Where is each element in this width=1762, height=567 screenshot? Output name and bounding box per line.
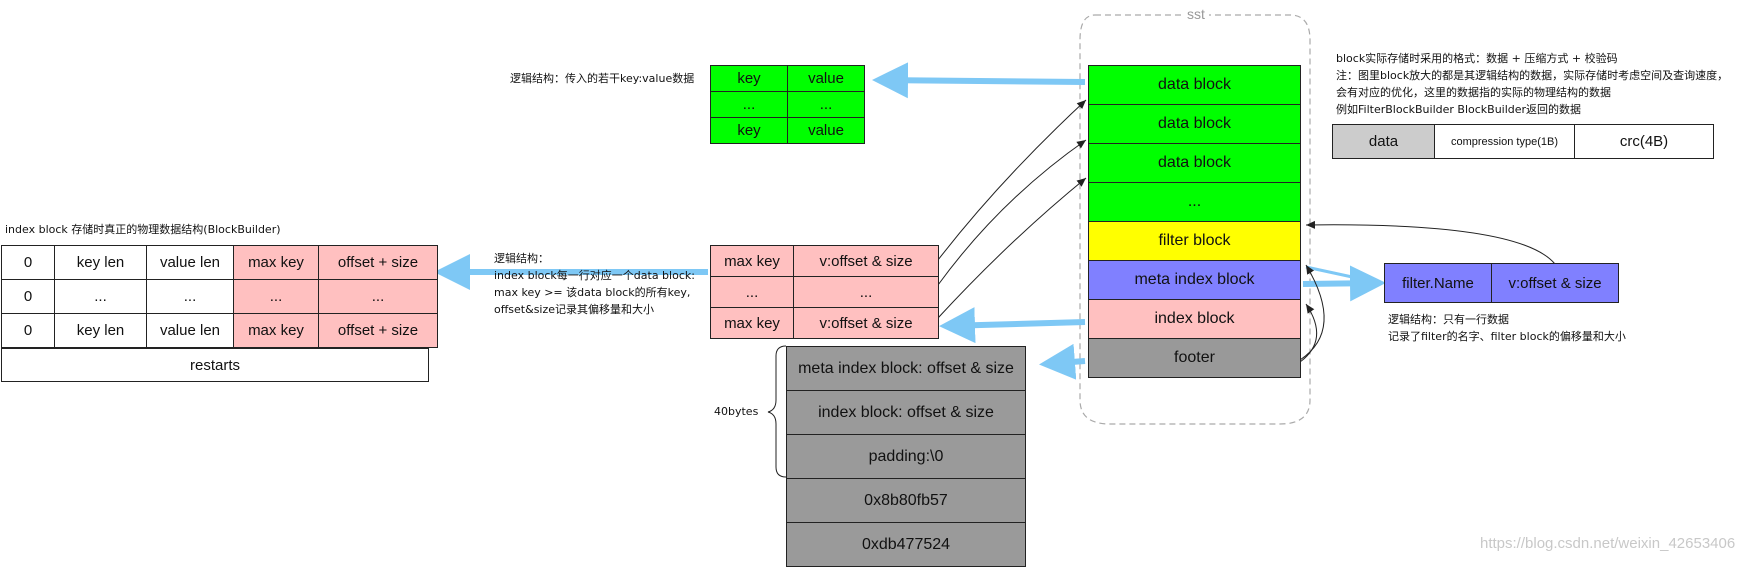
watermark: https://blog.csdn.net/weixin_42653406 bbox=[1480, 535, 1736, 552]
format-note: block实际存储时采用的格式：数据 + 压缩方式 + 校验码 注：图里bloc… bbox=[1336, 50, 1728, 118]
pointer-meta-to-filter bbox=[1305, 220, 1556, 265]
pointer-footer-to-meta bbox=[1299, 264, 1325, 361]
meta-index-caption-line: 逻辑结构：只有一行数据 bbox=[1388, 313, 1509, 326]
index-physical-cell: value len bbox=[146, 245, 234, 280]
footer-detail-row: 0x8b80fb57 bbox=[786, 478, 1026, 523]
pointer-index-row3 bbox=[937, 177, 1087, 319]
format-note-line: 注：图里block放大的都是其逻辑结构的数据，实际存储时考虑空间及查询速度， bbox=[1336, 69, 1729, 82]
index-physical-cell: ... bbox=[318, 279, 438, 314]
meta-index-caption: 逻辑结构：只有一行数据 记录了filter的名字、filter block的偏移… bbox=[1388, 311, 1626, 345]
footer-brace bbox=[767, 345, 787, 478]
data-logic-caption: 逻辑结构：传入的若干key:value数据 bbox=[510, 72, 695, 85]
index-physical-caption: index block 存储时真正的物理数据结构(BlockBuilder) bbox=[5, 223, 281, 236]
index-logic-caption-line: offset&size记录其偏移量和大小 bbox=[494, 303, 655, 316]
arrow-to-meta-index bbox=[1302, 265, 1386, 302]
pointer-footer-to-index bbox=[1299, 303, 1318, 363]
data-logic-cell: value bbox=[787, 117, 865, 144]
format-compression-cell: compression type(1B) bbox=[1434, 124, 1575, 159]
arrow-from-meta-index bbox=[1305, 265, 1381, 285]
footer-detail-row: 0xdb477524 bbox=[786, 522, 1026, 567]
index-physical-cell: 0 bbox=[1, 245, 55, 280]
index-physical-cell: ... bbox=[233, 279, 319, 314]
index-logic-caption-line: index block每一行对应一个data block: bbox=[494, 269, 695, 282]
sst-outline bbox=[1079, 14, 1311, 425]
arrow-to-index-logic bbox=[939, 307, 1086, 344]
footer-detail-row: padding:\0 bbox=[786, 434, 1026, 479]
index-logic-cell: max key bbox=[710, 245, 794, 277]
index-logic-cell: v:offset & size bbox=[793, 307, 939, 339]
footer-size-label: 40bytes bbox=[714, 405, 759, 418]
index-logic-caption-line: max key >= 该data block的所有key, bbox=[494, 286, 691, 299]
format-note-line: 会有对应的优化，这里的数据指的实际的物理结构的数据 bbox=[1336, 86, 1611, 99]
meta-index-name-cell: filter.Name bbox=[1384, 263, 1492, 303]
meta-index-value-cell: v:offset & size bbox=[1491, 263, 1619, 303]
index-logic-cell: ... bbox=[793, 276, 939, 308]
index-physical-cell: key len bbox=[54, 245, 147, 280]
sst-block-ellipsis: ... bbox=[1088, 182, 1301, 222]
index-physical-cell: offset + size bbox=[318, 245, 438, 280]
sst-block-footer: footer bbox=[1088, 338, 1301, 378]
index-logic-cell: v:offset & size bbox=[793, 245, 939, 277]
data-logic-cell: key bbox=[710, 65, 788, 92]
sst-title: sst bbox=[1183, 6, 1209, 22]
sst-block-data-block: data block bbox=[1088, 65, 1301, 105]
restarts-cell: restarts bbox=[1, 348, 429, 382]
data-logic-cell: value bbox=[787, 65, 865, 92]
format-note-line: block实际存储时采用的格式：数据 + 压缩方式 + 校验码 bbox=[1336, 52, 1618, 65]
index-physical-cell: ... bbox=[146, 279, 234, 314]
index-physical-cell: offset + size bbox=[318, 313, 438, 348]
sst-block-data-block: data block bbox=[1088, 143, 1301, 183]
pointer-index-row1 bbox=[937, 99, 1087, 261]
pointer-index-row2 bbox=[937, 139, 1087, 286]
index-physical-cell: max key bbox=[233, 313, 319, 348]
sst-block-filter-block: filter block bbox=[1088, 221, 1301, 261]
index-logic-cell: ... bbox=[710, 276, 794, 308]
meta-index-caption-line: 记录了filter的名字、filter block的偏移量和大小 bbox=[1388, 330, 1626, 343]
index-logic-caption-line: 逻辑结构： bbox=[494, 252, 549, 265]
index-physical-cell: 0 bbox=[1, 279, 55, 314]
data-logic-cell: key bbox=[710, 117, 788, 144]
format-data-cell: data bbox=[1332, 124, 1435, 159]
arrow-to-footer-detail bbox=[1039, 343, 1086, 380]
footer-detail-row: index block: offset & size bbox=[786, 390, 1026, 435]
data-logic-cell: ... bbox=[787, 91, 865, 118]
footer-detail-row: meta index block: offset & size bbox=[786, 346, 1026, 391]
index-physical-cell: 0 bbox=[1, 313, 55, 348]
format-note-line: 例如FilterBlockBuilder BlockBuilder返回的数据 bbox=[1336, 103, 1582, 116]
index-physical-cell: key len bbox=[54, 313, 147, 348]
index-logic-caption: 逻辑结构： index block每一行对应一个data block: max … bbox=[494, 250, 695, 318]
sst-block-meta-index-block: meta index block bbox=[1088, 260, 1301, 300]
data-logic-cell: ... bbox=[710, 91, 788, 118]
index-physical-cell: ... bbox=[54, 279, 147, 314]
sst-block-data-block: data block bbox=[1088, 104, 1301, 144]
format-crc-cell: crc(4B) bbox=[1574, 124, 1714, 159]
sst-block-index-block: index block bbox=[1088, 299, 1301, 339]
index-physical-cell: value len bbox=[146, 313, 234, 348]
index-physical-cell: max key bbox=[233, 245, 319, 280]
index-logic-cell: max key bbox=[710, 307, 794, 339]
arrow-to-data-logic bbox=[872, 62, 1086, 99]
